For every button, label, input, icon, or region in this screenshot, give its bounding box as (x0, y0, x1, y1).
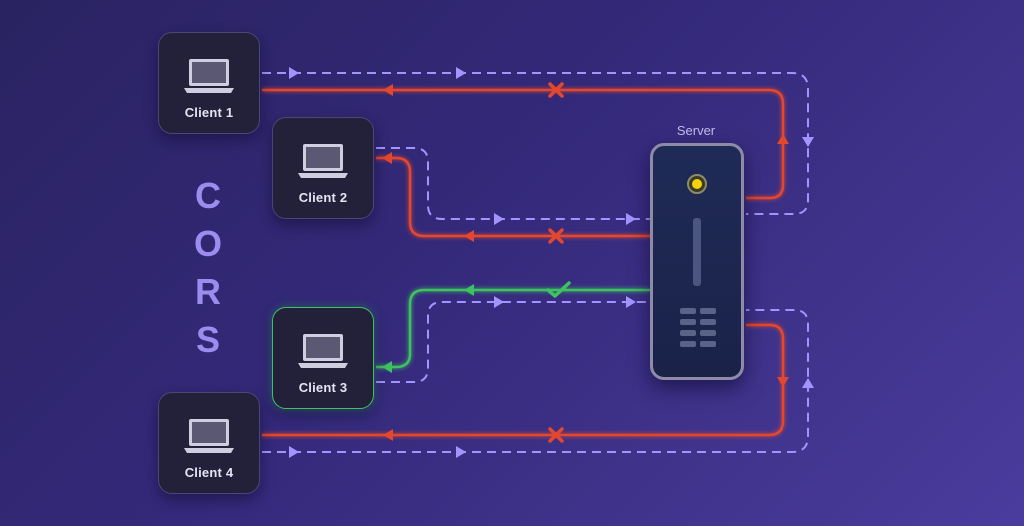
request-path-client-3 (376, 301, 650, 383)
laptop-icon (298, 334, 348, 368)
x-mark-icon (548, 82, 564, 98)
request-arrow (802, 137, 814, 147)
request-path-client-2 (376, 147, 650, 220)
client-2-card: Client 2 (272, 117, 374, 219)
client-label: Client 2 (298, 190, 348, 205)
request-arrow (289, 446, 299, 458)
blocked-response-client-2 (376, 156, 650, 238)
request-path-client-1 (262, 72, 809, 215)
response-arrow (383, 84, 393, 96)
drive-slot (693, 218, 701, 286)
cors-title: C O R S (190, 172, 226, 364)
response-arrow (382, 152, 392, 164)
cors-letter: S (195, 319, 220, 360)
response-arrow (383, 429, 393, 441)
laptop-icon (298, 144, 348, 178)
client-label: Client 3 (298, 380, 348, 395)
vent-grille (680, 308, 716, 347)
response-arrow (382, 361, 392, 373)
server-details (680, 174, 716, 347)
allowed-response-client-3 (376, 288, 650, 369)
request-arrow (456, 67, 466, 79)
checkmark-icon (546, 281, 571, 298)
server-label: Server (676, 123, 716, 138)
response-arrow (464, 230, 474, 242)
response-arrow (777, 134, 789, 144)
blocked-response-client-1 (262, 88, 785, 200)
client-4-card: Client 4 (158, 392, 260, 494)
client-3-card: Client 3 (272, 307, 374, 409)
request-arrow (802, 378, 814, 388)
laptop-icon (184, 419, 234, 453)
response-arrow (777, 377, 789, 387)
laptop-icon (184, 59, 234, 93)
client-1-card: Client 1 (158, 32, 260, 134)
client-label: Client 1 (184, 105, 234, 120)
x-mark-icon (548, 228, 564, 244)
request-arrow (494, 296, 504, 308)
request-arrow (626, 296, 636, 308)
request-arrow (289, 67, 299, 79)
server-icon (650, 143, 744, 380)
request-arrow (456, 446, 466, 458)
client-label: Client 4 (184, 465, 234, 480)
cors-letter: R (195, 271, 221, 312)
cors-letter: O (193, 223, 222, 264)
request-arrow (494, 213, 504, 225)
x-mark-icon (548, 427, 564, 443)
request-arrow (626, 213, 636, 225)
cors-letter: C (195, 175, 221, 216)
response-arrow (464, 284, 474, 296)
